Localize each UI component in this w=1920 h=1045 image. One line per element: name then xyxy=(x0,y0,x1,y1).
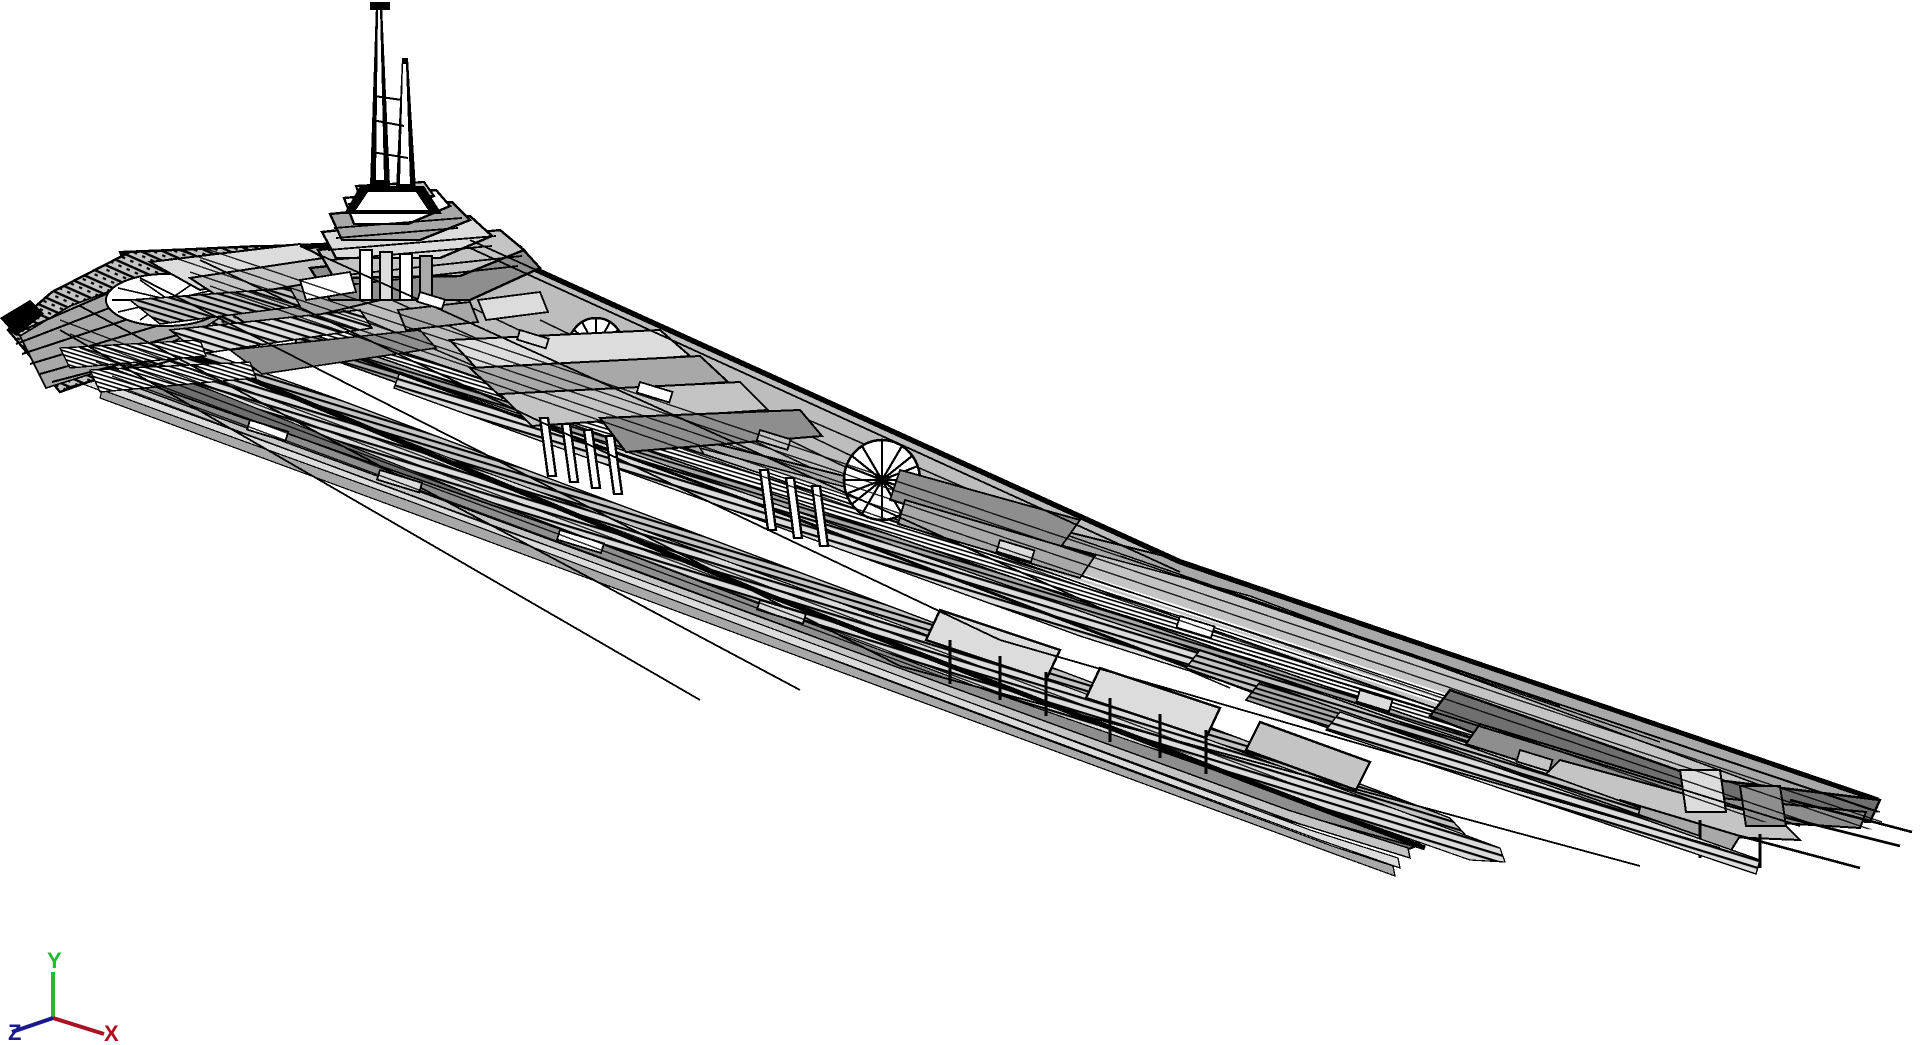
aft-hull-strakes xyxy=(1184,649,1761,875)
deck-edge-elevators xyxy=(924,608,1372,792)
main-mast xyxy=(344,2,442,214)
long-edge-lines xyxy=(59,239,1881,867)
carrier-geometry xyxy=(0,2,1913,877)
radar-dome-aft xyxy=(842,438,1097,580)
hidden-line-hatch xyxy=(59,240,1883,830)
